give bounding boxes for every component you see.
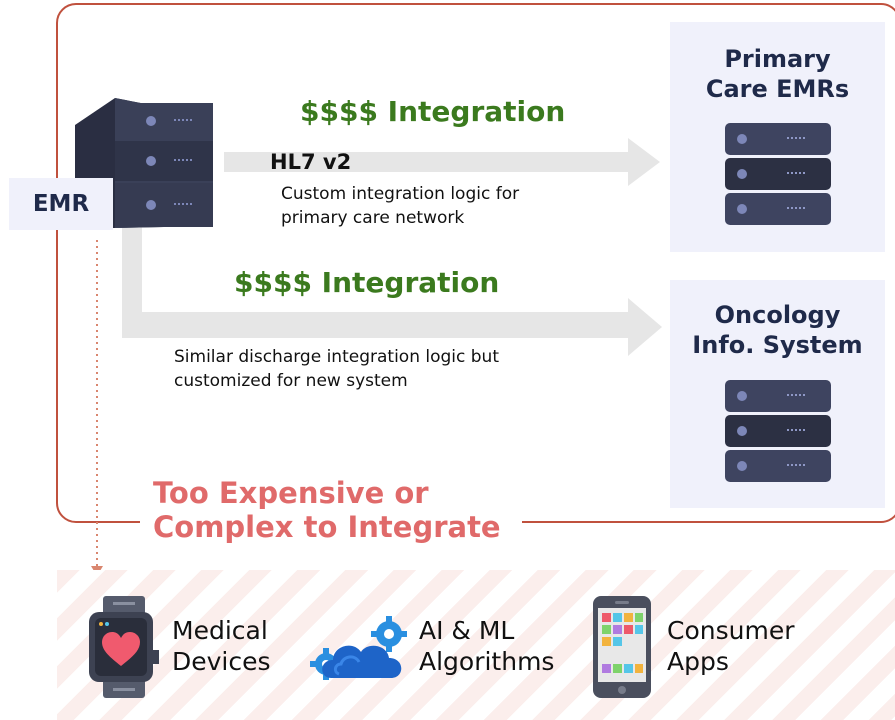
consumer-apps-label: Consumer Apps xyxy=(667,616,795,676)
server-stack-icon xyxy=(725,123,831,225)
emr-label: EMR xyxy=(9,178,113,230)
ai-ml-label: AI & ML Algorithms xyxy=(419,616,555,676)
server-stack-icon xyxy=(725,380,831,482)
protocol-label: HL7 v2 xyxy=(270,150,352,174)
primary-care-title: Primary Care EMRs xyxy=(705,45,850,103)
oncology-system-box: Oncology Info. System xyxy=(670,280,885,508)
oncology-description: Similar discharge integration logic but … xyxy=(174,347,499,391)
integration-cost-primary: $$$$ Integration xyxy=(300,95,566,128)
arrow-to-primary-care xyxy=(224,138,660,186)
arrow-to-oncology xyxy=(122,225,662,356)
integration-cost-oncology: $$$$ Integration xyxy=(234,266,500,299)
devices-strip xyxy=(57,570,895,720)
integration-callout: Too Expensive or Complex to Integrate xyxy=(153,476,501,544)
smartphone-apps-icon xyxy=(593,596,651,698)
smartwatch-heart-icon xyxy=(89,596,159,698)
primary-care-emrs-box: Primary Care EMRs xyxy=(670,22,885,252)
frame-gap xyxy=(140,512,522,534)
oncology-title: Oncology Info. System xyxy=(692,301,863,359)
cloud-gears-icon xyxy=(310,616,407,680)
primary-care-description: Custom integration logic for primary car… xyxy=(281,184,520,228)
medical-devices-label: Medical Devices xyxy=(172,616,271,676)
